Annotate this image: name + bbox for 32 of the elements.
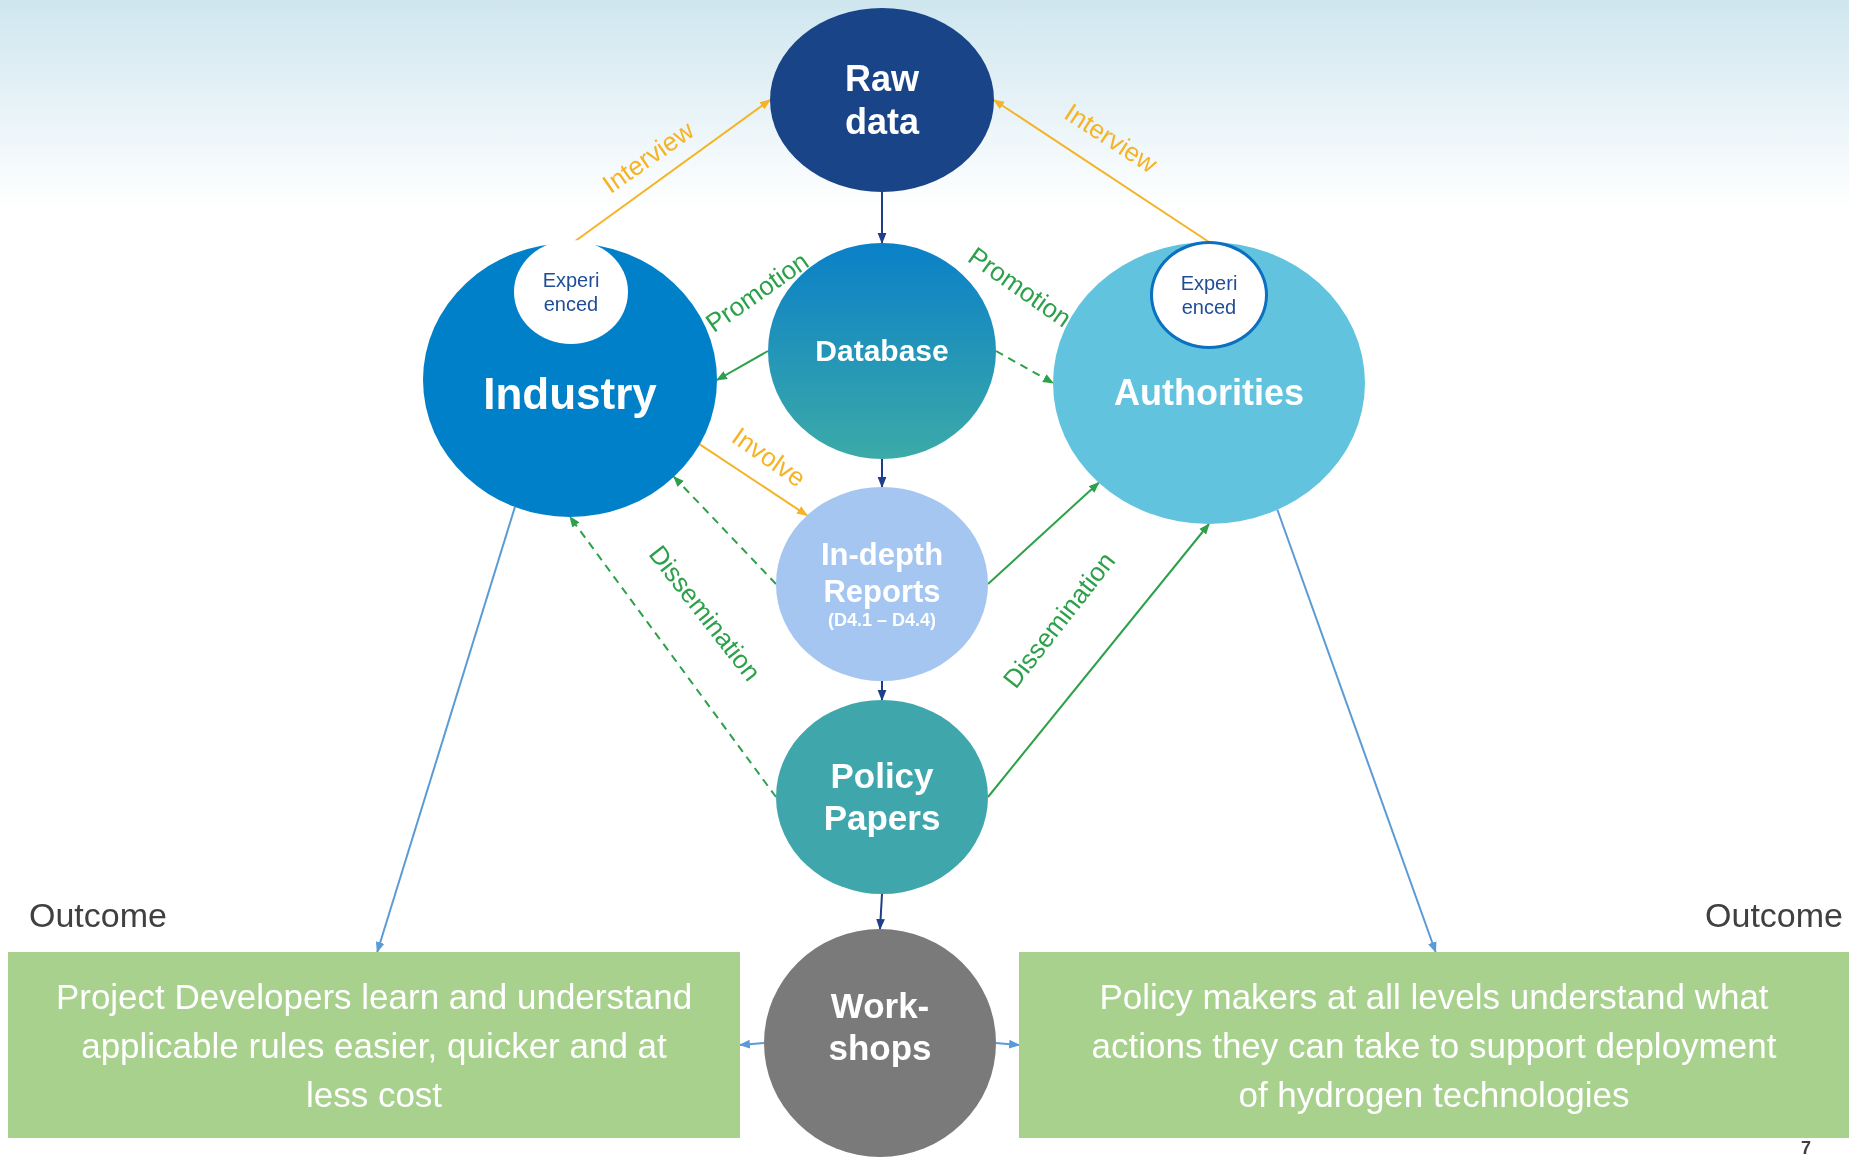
node-label: Raw data [844, 56, 921, 144]
node-sublabel: (D4.1 – D4.4) [827, 610, 936, 632]
arrow [995, 350, 1054, 384]
arrow [877, 680, 887, 702]
outcome-box [1019, 952, 1849, 1138]
outcome-box [8, 952, 740, 1138]
arrow [672, 475, 777, 585]
arrow [569, 516, 777, 798]
node-label: Industry [483, 367, 657, 420]
arrow [1276, 508, 1437, 954]
arrow [987, 523, 1210, 798]
outcome-heading: Outcome [1705, 896, 1843, 935]
arrow [877, 191, 887, 245]
outcome-heading: Outcome [29, 896, 167, 935]
node-label: Authorities [1114, 371, 1304, 415]
arrow [995, 1039, 1021, 1049]
node-label: Policy makers at all levels understand what actions they can take to support deployment of hydrogen technologies [1090, 975, 1778, 1116]
node-label: Work- shops [827, 985, 933, 1069]
arrow [698, 443, 809, 517]
arrow [375, 506, 516, 954]
node-label: Experi enced [541, 268, 601, 316]
arrow [987, 481, 1100, 585]
arrow [993, 99, 1210, 243]
arrow [716, 350, 769, 381]
node-label: Database [815, 333, 949, 369]
node-label: Experi enced [1179, 271, 1239, 319]
node-label: In-depth Reports [819, 536, 945, 611]
node-label: Project Developers learn and understand applicable rules easier, quicker and at less cost [54, 975, 694, 1116]
arrow [877, 458, 887, 489]
node-label: Policy Papers [822, 755, 942, 839]
page-number: 7 [1801, 1138, 1811, 1158]
arrow [876, 893, 885, 931]
